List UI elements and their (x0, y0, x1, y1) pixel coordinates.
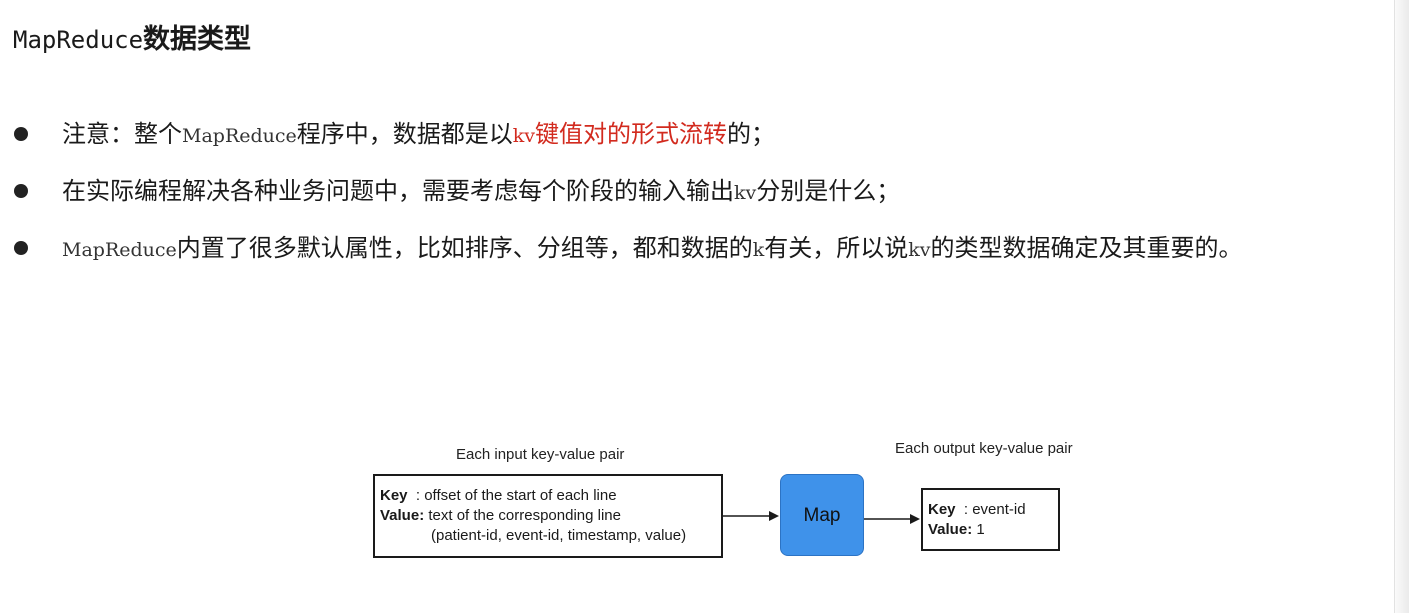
bullet-part: 有关，所以说 (764, 234, 909, 262)
map-label: Map (803, 505, 841, 526)
bullet-part: 程序中，数据都是以 (296, 120, 513, 148)
bullet-part: 注意：整个 (62, 120, 182, 148)
input-value-label: Value: (380, 507, 425, 524)
bullet-text: 在实际编程解决各种业务问题中，需要考虑每个阶段的输入输出kv分别是什么； (62, 168, 900, 216)
bullet-text: MapReduce内置了很多默认属性，比如排序、分组等，都和数据的k有关，所以说… (62, 225, 1243, 273)
bullet-part-highlight-code: kv (512, 125, 536, 147)
bullet-part-code: k (752, 239, 765, 261)
input-value-row: Value: text of the corresponding line (380, 506, 621, 526)
bullet-dot (14, 184, 28, 198)
bullet-text: 注意：整个MapReduce程序中，数据都是以kv键值对的形式流转的； (62, 111, 775, 159)
map-node: Map (780, 474, 864, 556)
bullet-part-code: kv (908, 239, 931, 261)
input-key-label: Key (380, 487, 408, 504)
bullet-dot (14, 241, 28, 255)
bullet-part-code: MapReduce (62, 239, 177, 261)
input-key-row: Key : offset of the start of each line (380, 486, 617, 506)
bullet-part: 在实际编程解决各种业务问题中，需要考虑每个阶段的输入输出 (62, 177, 734, 205)
output-pair-box: Key : event-id Value: 1 (921, 488, 1060, 551)
output-key-row: Key : event-id (928, 500, 1026, 520)
bullet-part: 内置了很多默认属性，比如排序、分组等，都和数据的 (176, 234, 753, 262)
input-key-text: : offset of the start of each line (407, 487, 617, 504)
bullet-dot (14, 127, 28, 141)
output-value-text: 1 (972, 521, 985, 538)
input-to-map-arrowhead (769, 511, 779, 521)
output-key-text: : event-id (955, 501, 1026, 518)
input-value-text-continued: (patient-id, event-id, timestamp, value) (431, 527, 687, 544)
input-pair-box: Key : offset of the start of each line V… (373, 474, 723, 558)
input-pair-label: Each input key-value pair (456, 446, 625, 463)
output-pair-label: Each output key-value pair (895, 440, 1073, 457)
page-title-suffix: 数据类型 (143, 24, 252, 55)
map-to-output-arrowhead (910, 514, 920, 524)
page-title-prefix: MapReduce (13, 26, 144, 54)
bullet-part-highlight: 键值对的形式流转 (535, 120, 728, 148)
input-value-text: text of the corresponding line (424, 507, 621, 524)
bullet-part: 的类型数据确定及其重要的。 (930, 234, 1243, 262)
output-key-label: Key (928, 501, 956, 518)
bullet-part-code: MapReduce (182, 125, 297, 147)
bullet-part: 的； (727, 120, 776, 148)
output-value-label: Value: (928, 521, 973, 538)
window-edge (1394, 0, 1409, 613)
page-title: MapReduce数据类型 (13, 20, 251, 60)
bullet-part: 分别是什么； (756, 177, 901, 205)
bullet-part-code: kv (734, 182, 757, 204)
output-value-row: Value: 1 (928, 520, 985, 540)
